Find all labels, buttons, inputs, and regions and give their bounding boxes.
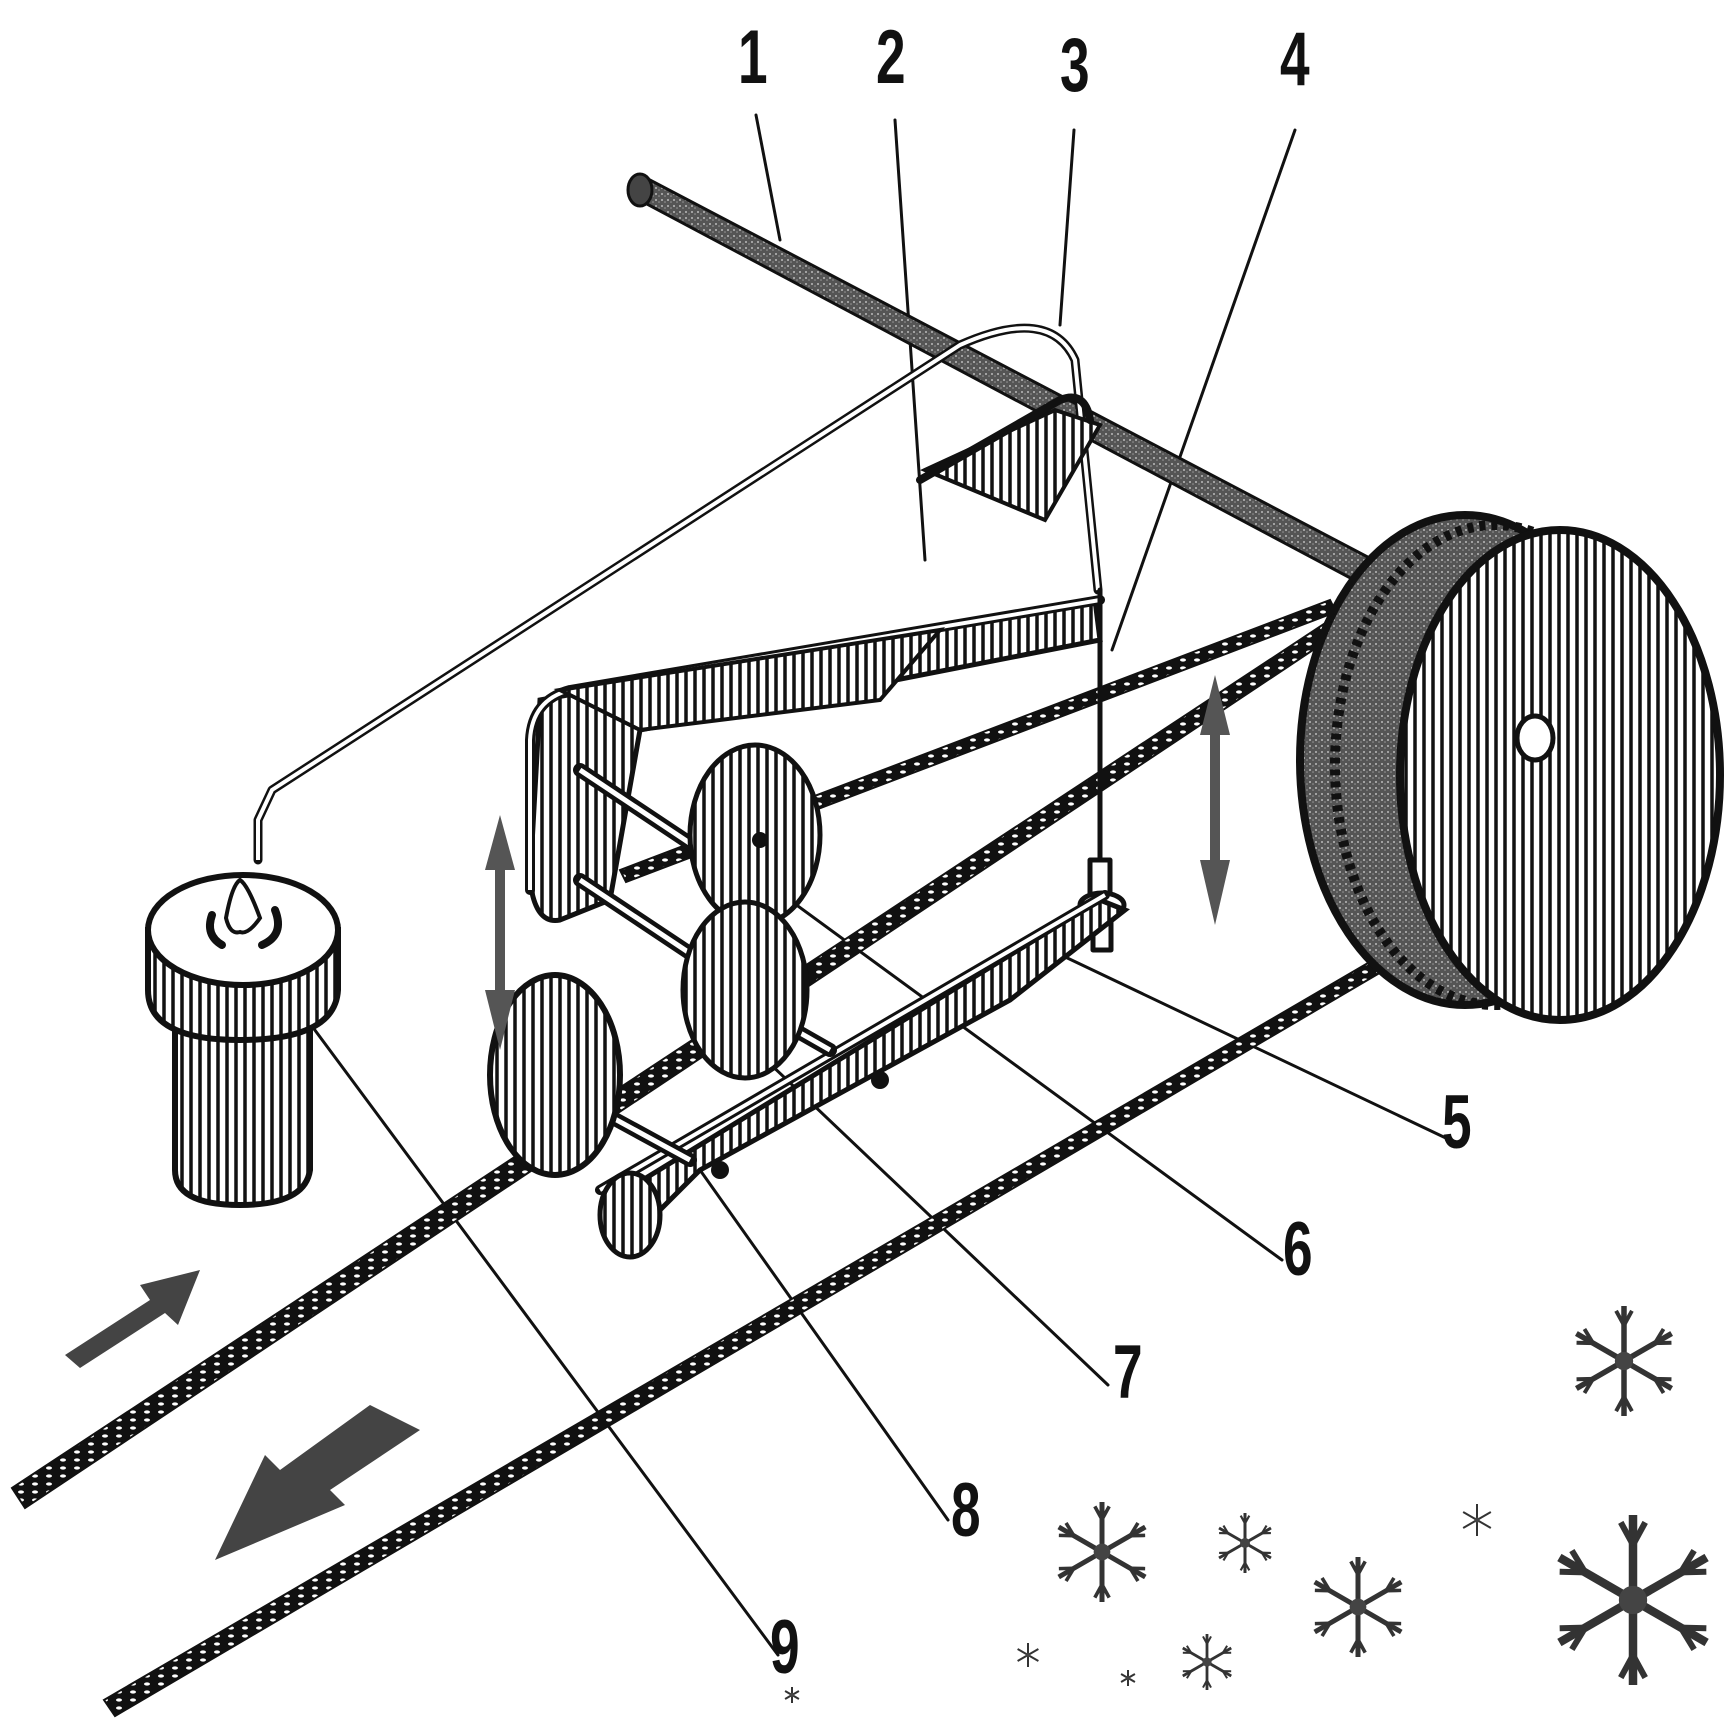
double-arrow-vertical-icon [485,815,515,1050]
snowflake-icon [1313,1557,1403,1657]
upper-bracket [916,393,1103,523]
snowflake-icon [1218,1513,1272,1573]
callout-label-6: 6 [1283,1207,1313,1292]
snowflake-icon [1182,1634,1232,1690]
arrow-down-left-icon [215,1405,420,1560]
callout-label-7: 7 [1113,1330,1143,1415]
pulley-lower [487,972,623,1178]
snowflake-decorations [784,1306,1709,1703]
lower-lever [595,890,1130,1260]
callout-label-1: 1 [738,15,768,100]
drum-wheel [1296,511,1724,1024]
pulley-middle [680,899,810,1081]
snowflake-icon [1120,1670,1136,1686]
arrow-up-right-icon [65,1270,200,1368]
callout-label-4: 4 [1280,17,1310,102]
snowflake-icon [1057,1502,1147,1602]
wire-arm [253,323,1103,865]
leader-lines [298,113,1452,1657]
snowflake-icon [784,1687,800,1703]
main-frame [525,595,1105,923]
pulley-upper [687,742,823,928]
snowflake-icon [1017,1643,1039,1667]
snowflake-icon [1574,1306,1674,1416]
wire-arm-inner [256,326,1100,860]
double-arrow-vertical-icon [1200,675,1230,925]
callout-label-2: 2 [876,15,906,100]
callout-label-9: 9 [770,1605,800,1690]
callout-label-8: 8 [951,1468,981,1553]
snowflake-icon [1557,1515,1709,1685]
rod-axle [626,172,1443,617]
callout-label-3: 3 [1060,23,1090,108]
snowflake-icon [1462,1504,1492,1536]
counterweight [145,872,341,1209]
callout-label-5: 5 [1442,1080,1472,1165]
